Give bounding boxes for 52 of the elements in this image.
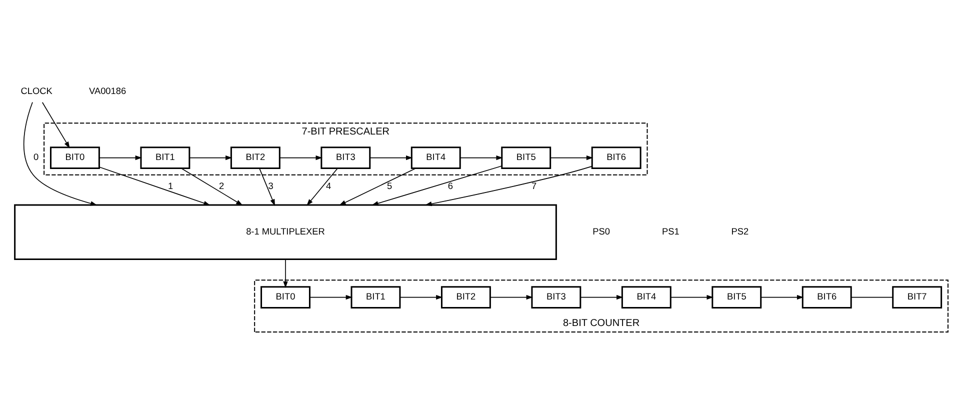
arrow — [306, 168, 338, 206]
arrow — [259, 168, 276, 206]
arrow — [460, 154, 503, 160]
node-box: 8-1 MULTIPLEXER — [14, 204, 557, 260]
label: PS2 — [731, 226, 749, 236]
arrow — [99, 166, 210, 205]
arrow — [580, 294, 624, 300]
arrow — [550, 154, 594, 160]
edge-label: 2 — [219, 180, 224, 190]
edge-label: 6 — [448, 180, 454, 190]
node-box: BIT3 — [320, 146, 371, 168]
arrow — [98, 154, 142, 160]
node-box: BIT2 — [440, 286, 491, 308]
edge-label: 7 — [531, 180, 537, 190]
node-box: BIT7 — [892, 286, 942, 308]
arrow — [490, 294, 533, 300]
edge-label: 0 — [34, 152, 39, 162]
arrow — [425, 165, 592, 206]
edge-label: 4 — [326, 180, 332, 190]
node-box: BIT0 — [50, 146, 100, 168]
node-box: BIT6 — [802, 286, 852, 308]
node-box: BIT6 — [591, 146, 642, 168]
label: PS0 — [592, 226, 610, 236]
node-box: BIT1 — [350, 286, 401, 308]
arrow — [370, 154, 413, 160]
label: VA00186 — [89, 86, 126, 96]
label: PS1 — [662, 226, 680, 236]
node-box: BIT1 — [140, 146, 190, 168]
edge-label: 3 — [268, 180, 274, 190]
node-box: BIT3 — [531, 286, 582, 308]
edge-label: 1 — [168, 180, 174, 190]
arrow — [279, 154, 322, 160]
node-box: BIT0 — [260, 286, 310, 308]
arrow — [760, 294, 804, 300]
arrow — [283, 258, 288, 288]
arrow — [42, 101, 70, 148]
node-box: BIT5 — [712, 286, 762, 308]
arrow — [309, 294, 353, 300]
arrow — [670, 294, 714, 300]
node-box: BIT5 — [501, 146, 552, 168]
node-text: CLOCK — [20, 86, 52, 96]
arrow — [400, 294, 443, 300]
arrow — [180, 167, 243, 205]
node-box: BIT4 — [621, 286, 672, 308]
arrow — [23, 101, 98, 206]
node-box: BIT4 — [410, 146, 461, 168]
node-box: BIT2 — [230, 146, 280, 168]
arrow — [339, 167, 416, 205]
edge-label: 5 — [386, 180, 392, 190]
connector — [850, 296, 894, 298]
arrow — [189, 154, 232, 160]
arrow — [372, 165, 502, 206]
